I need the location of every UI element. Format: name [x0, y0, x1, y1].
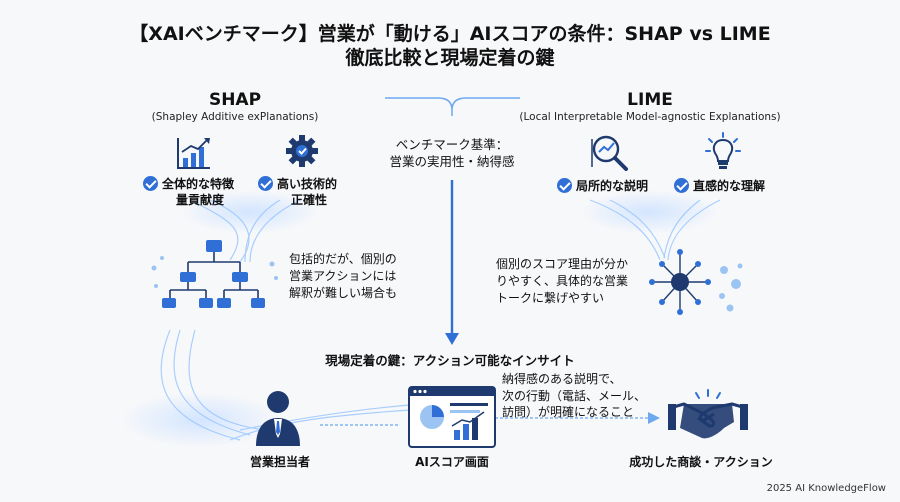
ai-score-screen-icon — [408, 386, 496, 448]
lime-note: 個別のスコア理由が分か りやすく、具体的な営業 トークに繋げやすい — [496, 257, 629, 305]
ai-score-screen-label: AIスコア画面 — [415, 455, 489, 469]
lime-feature-intuitive: 直感的な理解 — [674, 178, 765, 194]
explanation-note: 納得感のある説明で、 次の行動（電話、メール、 訪問）が明確になること — [502, 372, 647, 419]
lime-heading: LIME — [627, 90, 673, 110]
shap-feature-contribution: 全体的な特徴 量貢献度 — [143, 176, 234, 208]
lightbulb-icon — [705, 132, 741, 169]
check-icon — [258, 176, 273, 191]
page-title: 【XAIベンチマーク】営業が「動ける」AIスコアの条件：SHAP vs LIME — [129, 23, 771, 45]
shap-feature-accuracy: 高い技術的 正確性 — [258, 176, 337, 208]
lime-feature-local: 局所的な説明 — [557, 178, 648, 194]
benchmark-criteria: ベンチマーク基準： 営業の実用性・納得感 — [389, 137, 515, 169]
lime-fullname: (Local Interpretable Model-agnostic Expl… — [519, 111, 781, 123]
magnifier-chart-icon — [591, 135, 628, 171]
bar-chart-icon — [177, 138, 210, 169]
sales-person-icon — [256, 391, 300, 446]
check-icon — [557, 178, 572, 193]
local-burst-icon — [649, 249, 743, 315]
sales-person-label: 営業担当者 — [249, 455, 310, 469]
gear-icon — [286, 135, 318, 167]
key-heading: 現場定着の鍵：アクション可能なインサイト — [325, 353, 575, 368]
success-label: 成功した商談・アクション — [629, 455, 773, 469]
shap-heading: SHAP — [208, 90, 262, 110]
shap-fullname: (Shapley Additive exPlanations) — [151, 111, 319, 123]
check-icon — [143, 176, 158, 191]
handshake-icon — [668, 389, 748, 439]
check-icon — [674, 178, 689, 193]
hierarchy-tree-icon — [151, 240, 278, 308]
footer-credit: 2025 AI KnowledgeFlow — [766, 483, 886, 494]
page-subtitle: 徹底比較と現場定着の鍵 — [345, 47, 555, 69]
shap-note: 包括的だが、個別の 営業アクションには 解釈が難しい場合も — [289, 252, 398, 300]
